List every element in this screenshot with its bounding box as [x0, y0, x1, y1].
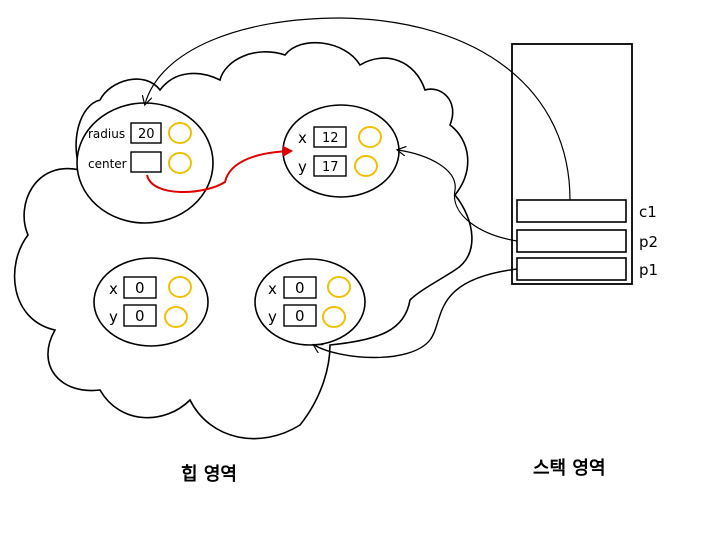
stack-slot-c1: [516, 199, 627, 223]
lock-ring-icon: [168, 152, 192, 174]
stack-var-c1: c1: [639, 203, 657, 221]
stack-region: c1 p2 p1: [511, 43, 658, 285]
x-field-box: [283, 276, 317, 299]
y-field-box: [283, 304, 317, 327]
y-field-box: [123, 304, 157, 327]
lock-ring-icon: [164, 306, 188, 328]
stack-region-label: 스택 영역: [533, 458, 606, 479]
x-field-value: 0: [295, 279, 305, 297]
p2-reference-arrow: [398, 150, 518, 242]
heap-region-label: 힙 영역: [181, 464, 237, 485]
point-object-oval: [254, 258, 366, 346]
lock-ring-icon: [168, 122, 192, 144]
lock-ring-icon: [354, 155, 378, 177]
stack-slot-p2: [516, 229, 627, 253]
y-field-label: y: [109, 308, 118, 326]
x-field-label: x: [268, 280, 277, 298]
point-object-3: x 0 y 0: [254, 258, 366, 346]
lock-ring-icon: [358, 126, 382, 148]
x-field-value: 0: [135, 279, 145, 297]
y-field-value: 17: [322, 160, 339, 175]
c1-reference-arrow: [145, 17, 571, 201]
center-field-box: [130, 151, 162, 173]
point-object-oval: [282, 104, 400, 198]
y-field-value: 0: [295, 307, 305, 325]
y-field-label: y: [268, 308, 277, 326]
x-field-box: [313, 126, 347, 148]
point-object-1: x 12 y 17: [282, 104, 400, 198]
x-field-label: x: [109, 280, 118, 298]
radius-field-box: [130, 122, 162, 144]
x-field-value: 12: [322, 131, 339, 146]
y-field-label: y: [298, 158, 307, 176]
lock-ring-icon: [327, 276, 351, 298]
stack-slot-p1: [516, 257, 627, 281]
center-reference-arrow: [146, 151, 291, 194]
heap-cloud: [13, 41, 473, 440]
stack-var-p2: p2: [639, 233, 658, 251]
radius-field-value: 20: [138, 127, 155, 142]
x-field-label: x: [298, 129, 307, 147]
lock-ring-icon: [168, 276, 192, 298]
x-field-box: [123, 276, 157, 299]
y-field-value: 0: [135, 307, 145, 325]
point-object-2: x 0 y 0: [93, 257, 209, 347]
center-field-label: center: [88, 157, 127, 171]
stack-var-p1: p1: [639, 261, 658, 279]
p1-reference-arrow: [314, 268, 518, 359]
y-field-box: [313, 155, 347, 177]
circle-object: radius 20 center: [76, 102, 214, 224]
lock-ring-icon: [322, 306, 346, 328]
point-object-oval: [93, 257, 209, 347]
radius-field-label: radius: [88, 127, 125, 141]
